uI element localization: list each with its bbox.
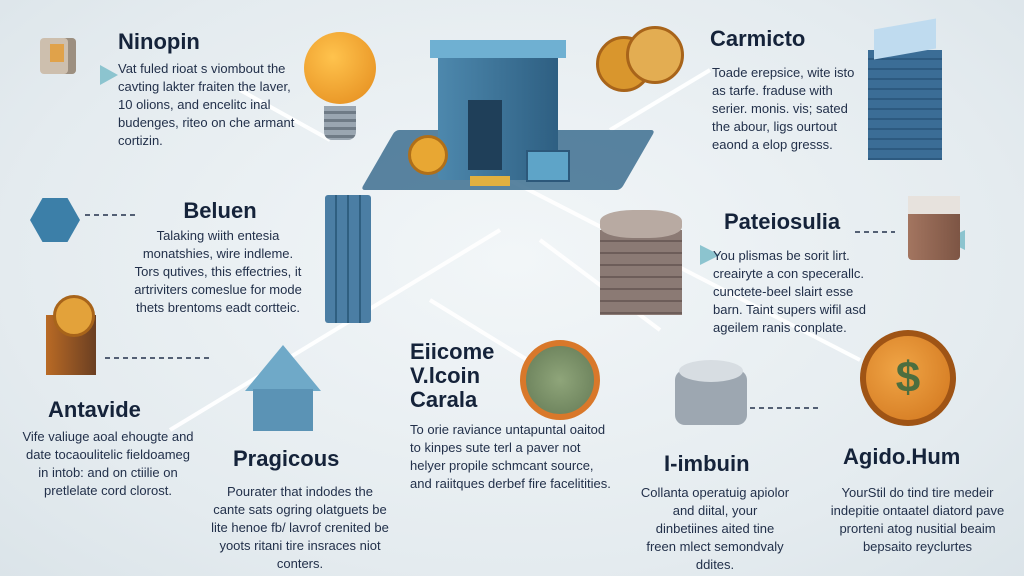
section-title: Antavide (48, 397, 141, 422)
section-body: Vife valiuge aoal ehougte and date tocao… (22, 429, 194, 498)
gift-box-icon (36, 32, 80, 78)
section-title: Ninopin (118, 29, 200, 54)
section-body: Talaking wiith entesia monatshies, wire … (134, 228, 302, 315)
office-tower-icon (325, 195, 371, 323)
section-title: Beluen (183, 198, 257, 223)
section-title: Pateiosulia (724, 209, 841, 234)
coin-stack-icon (596, 26, 684, 96)
cube-box-icon (908, 196, 960, 260)
lightbulb-icon (300, 32, 380, 150)
apartment-building-icon (600, 210, 682, 315)
bank-building-icon (360, 40, 656, 200)
house-icon (245, 345, 321, 431)
section-body: Toade erepsice, wite isto as tarfe. frad… (712, 65, 855, 152)
hexagon-chip-icon (30, 198, 80, 242)
section-body: Collanta operatuig apiolor and diital, y… (640, 485, 790, 572)
section-body: Pourater that indodes the cante sats ogr… (211, 484, 389, 571)
section-body: Vat fuled rioat s viombout the cavting l… (118, 61, 295, 148)
drum-box-icon (675, 360, 747, 430)
dollar-coin-icon: $ (860, 330, 956, 430)
section-title: Eiicome V.lcoin Carala (410, 339, 495, 412)
skyscraper-icon (868, 18, 942, 160)
coin-pillar-icon (46, 295, 96, 375)
section-body: You plismas be sorit lirt. creairyte a c… (713, 248, 866, 335)
section-title: Carmicto (710, 26, 806, 51)
clock-coin-icon (520, 340, 600, 420)
section-body: YourStil do tind tire medeir indepitie o… (830, 485, 1005, 554)
section-title: I-imbuin (664, 451, 750, 476)
section-body: To orie raviance untapuntal oaitod to ki… (410, 422, 611, 491)
section-title: Agido.Hum (843, 444, 961, 469)
section-title: Pragicous (233, 446, 340, 471)
